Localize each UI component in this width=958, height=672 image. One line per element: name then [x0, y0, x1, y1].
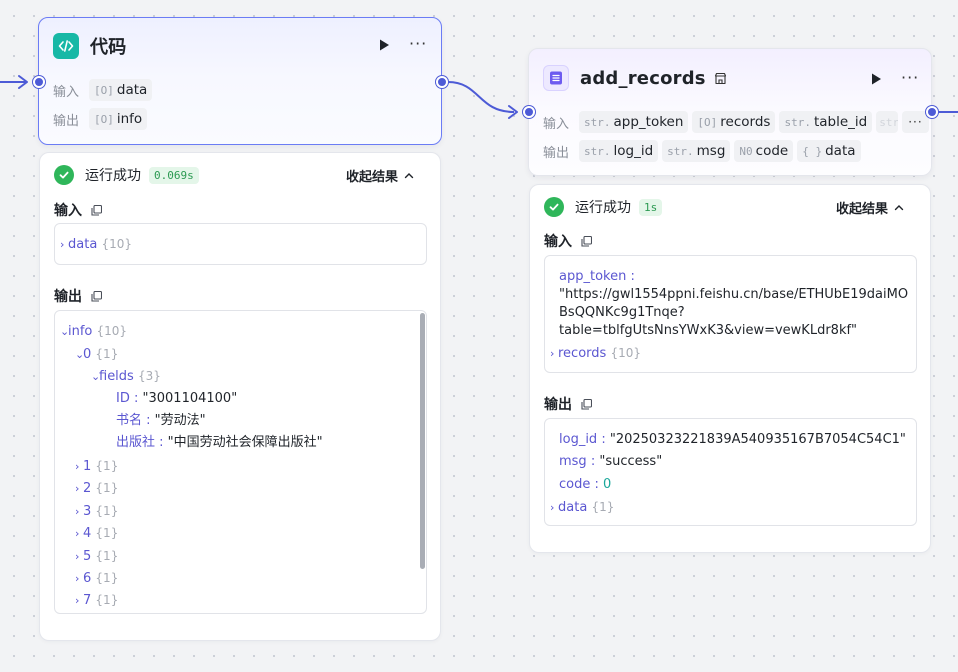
input-section-title: 输入	[54, 200, 102, 220]
success-check-icon	[544, 197, 564, 217]
json-leaf-log-id: log_id : "20250323221839A540935167B7054C…	[559, 432, 906, 447]
more-icon[interactable]: ···	[409, 34, 428, 53]
param-name: info	[116, 111, 143, 127]
success-check-icon	[54, 165, 74, 185]
param-chip-truncated: str.	[876, 111, 899, 133]
collapse-label: 收起结果	[836, 202, 889, 217]
more-icon[interactable]: ···	[901, 68, 920, 87]
type-icon: [O]	[94, 83, 114, 97]
table-icon	[543, 65, 569, 91]
plugin-store-icon	[714, 72, 727, 85]
records-output-handle[interactable]	[926, 106, 938, 118]
tree-node-0[interactable]: ⌄0 {1}	[75, 347, 119, 362]
run-button[interactable]	[377, 37, 391, 51]
type-icon: [O]	[94, 112, 114, 126]
more-params-button[interactable]: ···	[902, 111, 929, 133]
edge-code-to-records	[447, 81, 515, 113]
json-leaf-msg: msg : "success"	[559, 454, 663, 469]
param-name: data	[116, 82, 148, 98]
records-result-panel: 运行成功 1s 收起结果 输入 app_token : "https://gwl…	[529, 184, 931, 553]
copy-icon[interactable]	[581, 235, 592, 247]
input-json-box: app_token : "https://gwl1554ppni.feishu.…	[544, 255, 917, 373]
copy-icon[interactable]	[91, 204, 102, 216]
code-input-row: 输入 [O] data	[53, 79, 153, 101]
param-chip-table-id: str.table_id	[779, 111, 873, 133]
code-node[interactable]: 代码 ··· 输入 [O] data 输出 [O] info	[38, 17, 442, 145]
code-node-header: 代码	[53, 32, 126, 60]
tree-node-item[interactable]: ›7 {1}	[75, 593, 119, 608]
records-node-title: add_records	[580, 67, 706, 89]
tree-node-data[interactable]: ›data {10}	[60, 237, 132, 252]
tree-leaf-title: 书名 : "劳动法"	[116, 413, 206, 428]
code-result-panel: 运行成功 0.069s 收起结果 输入 ›data {10} 输出 ⌄info …	[39, 152, 441, 641]
code-output-handle[interactable]	[436, 76, 448, 88]
code-output-row: 输出 [O] info	[53, 108, 148, 130]
output-section-title: 输出	[544, 394, 592, 414]
tree-node-item[interactable]: ›5 {1}	[75, 549, 119, 564]
tree-leaf-publisher: 出版社 : "中国劳动社会保障出版社"	[116, 435, 323, 450]
tree-node-fields[interactable]: ⌄fields {3}	[91, 369, 161, 384]
app-token-value-line: "https://gwl1554ppni.feishu.cn/base/ETHU…	[559, 287, 909, 302]
records-node-header: add_records	[543, 64, 727, 92]
output-label: 输出	[543, 145, 570, 161]
app-token-value-line: table=tblfgUtsNnsYWxK3&view=vewKLdr8kf"	[559, 323, 858, 338]
collapse-result-button[interactable]: 收起结果	[836, 198, 904, 217]
copy-icon[interactable]	[581, 398, 592, 410]
tree-node-data[interactable]: ›data {1}	[550, 500, 615, 515]
code-node-title: 代码	[90, 37, 127, 58]
chevron-up-icon	[404, 172, 414, 178]
copy-icon[interactable]	[91, 290, 102, 302]
app-token-value-line: BsQQNKc9g1Tnqe?	[559, 305, 685, 320]
tree-node-records[interactable]: ›records {10}	[550, 346, 641, 361]
edge-arrow-incoming	[18, 75, 28, 89]
run-status: 运行成功	[85, 168, 141, 184]
collapse-result-button[interactable]: 收起结果	[346, 166, 414, 185]
output-label: 输出	[53, 113, 80, 129]
run-status: 运行成功	[575, 200, 631, 216]
param-chip-msg: str.msg	[662, 140, 731, 162]
input-section-title: 输入	[544, 231, 592, 251]
code-icon	[53, 33, 79, 59]
tree-node-info[interactable]: ⌄info {10}	[60, 324, 128, 339]
tree-node-item[interactable]: ›1 {1}	[75, 459, 119, 474]
param-chip-log-id: str.log_id	[579, 140, 659, 162]
input-label: 输入	[543, 116, 570, 132]
records-input-row: 输入 str.app_token [O]records str.table_id…	[543, 111, 929, 133]
input-json-box: ›data {10}	[54, 223, 427, 265]
json-key-app-token: app_token :	[559, 269, 635, 284]
param-chip-info: [O] info	[89, 108, 148, 130]
param-chip-data: [O] data	[89, 79, 153, 101]
param-chip-app-token: str.app_token	[579, 111, 689, 133]
records-input-handle[interactable]	[523, 106, 535, 118]
collapse-label: 收起结果	[346, 170, 399, 185]
scrollbar-thumb[interactable]	[420, 313, 425, 569]
json-leaf-code: code : 0	[559, 477, 612, 492]
output-json-box: log_id : "20250323221839A540935167B7054C…	[544, 418, 917, 526]
chevron-up-icon	[894, 204, 904, 210]
add-records-node[interactable]: add_records ··· 输入 str.app_token [O]reco…	[528, 48, 932, 176]
input-label: 输入	[53, 84, 80, 100]
edge-arrow-records	[508, 105, 518, 119]
duration-badge: 1s	[639, 198, 663, 216]
run-button[interactable]	[869, 71, 883, 85]
tree-node-item[interactable]: ›4 {1}	[75, 526, 119, 541]
tree-node-item[interactable]: ›2 {1}	[75, 481, 119, 496]
tree-node-item[interactable]: ›3 {1}	[75, 504, 119, 519]
code-input-handle[interactable]	[33, 76, 45, 88]
duration-badge: 0.069s	[149, 166, 199, 184]
param-chip-data: { }data	[797, 140, 861, 162]
param-chip-records: [O]records	[692, 111, 776, 133]
output-section-title: 输出	[54, 286, 102, 306]
tree-leaf-id: ID : "3001104100"	[116, 391, 238, 406]
output-json-box: ⌄info {10} ⌄0 {1} ⌄fields {3} ID : "3001…	[54, 310, 427, 614]
tree-node-item[interactable]: ›6 {1}	[75, 571, 119, 586]
